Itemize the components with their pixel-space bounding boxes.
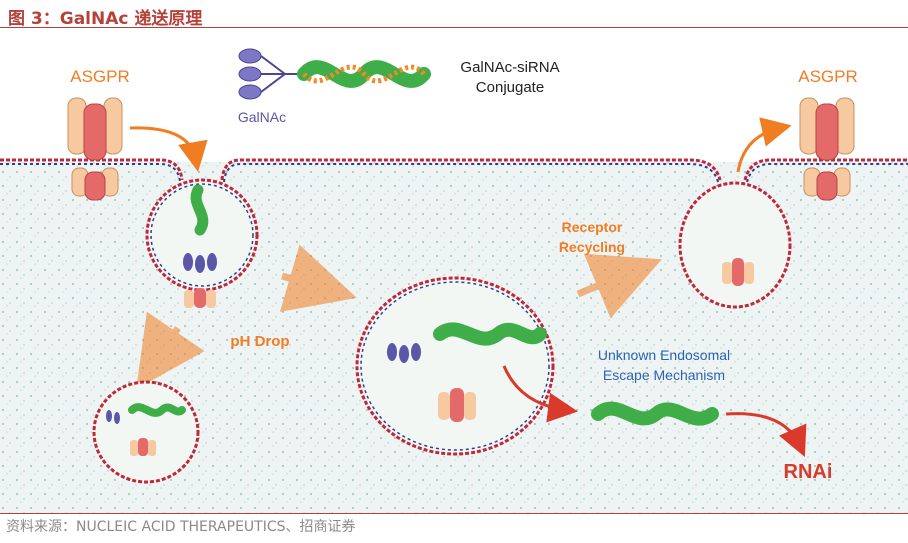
receptor-recycling-line1: Receptor	[562, 219, 623, 235]
title-divider	[0, 27, 908, 28]
recycling-arrow	[576, 253, 662, 319]
galnac-label: GalNAc	[238, 109, 286, 125]
receptor-recycling-line2: Recycling	[559, 239, 625, 255]
conjugate-label-line1: GalNAc-siRNA	[460, 59, 559, 76]
recycling-endosome	[678, 181, 792, 309]
asgpr-receptor-right	[799, 97, 855, 201]
source-divider	[0, 513, 908, 514]
small-endosome	[92, 380, 200, 484]
escape-label-line1: Unknown Endosomal	[598, 347, 730, 363]
rnai-label: RNAi	[784, 461, 833, 483]
transport-arrow-center	[279, 244, 357, 312]
transport-arrow-down	[136, 311, 205, 390]
escape-label-line2: Escape Mechanism	[603, 367, 725, 383]
late-endosome	[355, 276, 555, 456]
asgpr-label-left: ASGPR	[70, 67, 130, 86]
conjugate-label-line2: Conjugate	[476, 79, 544, 96]
return-arrow	[736, 117, 792, 173]
source-note: 资料来源：NUCLEIC ACID THERAPEUTICS、招商证券	[6, 519, 356, 535]
rnai-arrow	[725, 412, 807, 457]
plasma-membrane	[0, 158, 908, 183]
sirna-helix-icon	[297, 60, 431, 88]
asgpr-receptor-left	[67, 97, 123, 201]
galnac-ligand-icon	[238, 48, 300, 100]
early-endosome	[145, 178, 259, 308]
ph-drop-label: pH Drop	[230, 333, 289, 350]
entry-arrow	[129, 126, 208, 172]
released-sirna-icon	[591, 401, 719, 426]
escape-arrow	[502, 365, 578, 423]
asgpr-label-right: ASGPR	[798, 67, 858, 86]
figure-title: 图 3：GalNAc 递送原理	[8, 9, 203, 29]
